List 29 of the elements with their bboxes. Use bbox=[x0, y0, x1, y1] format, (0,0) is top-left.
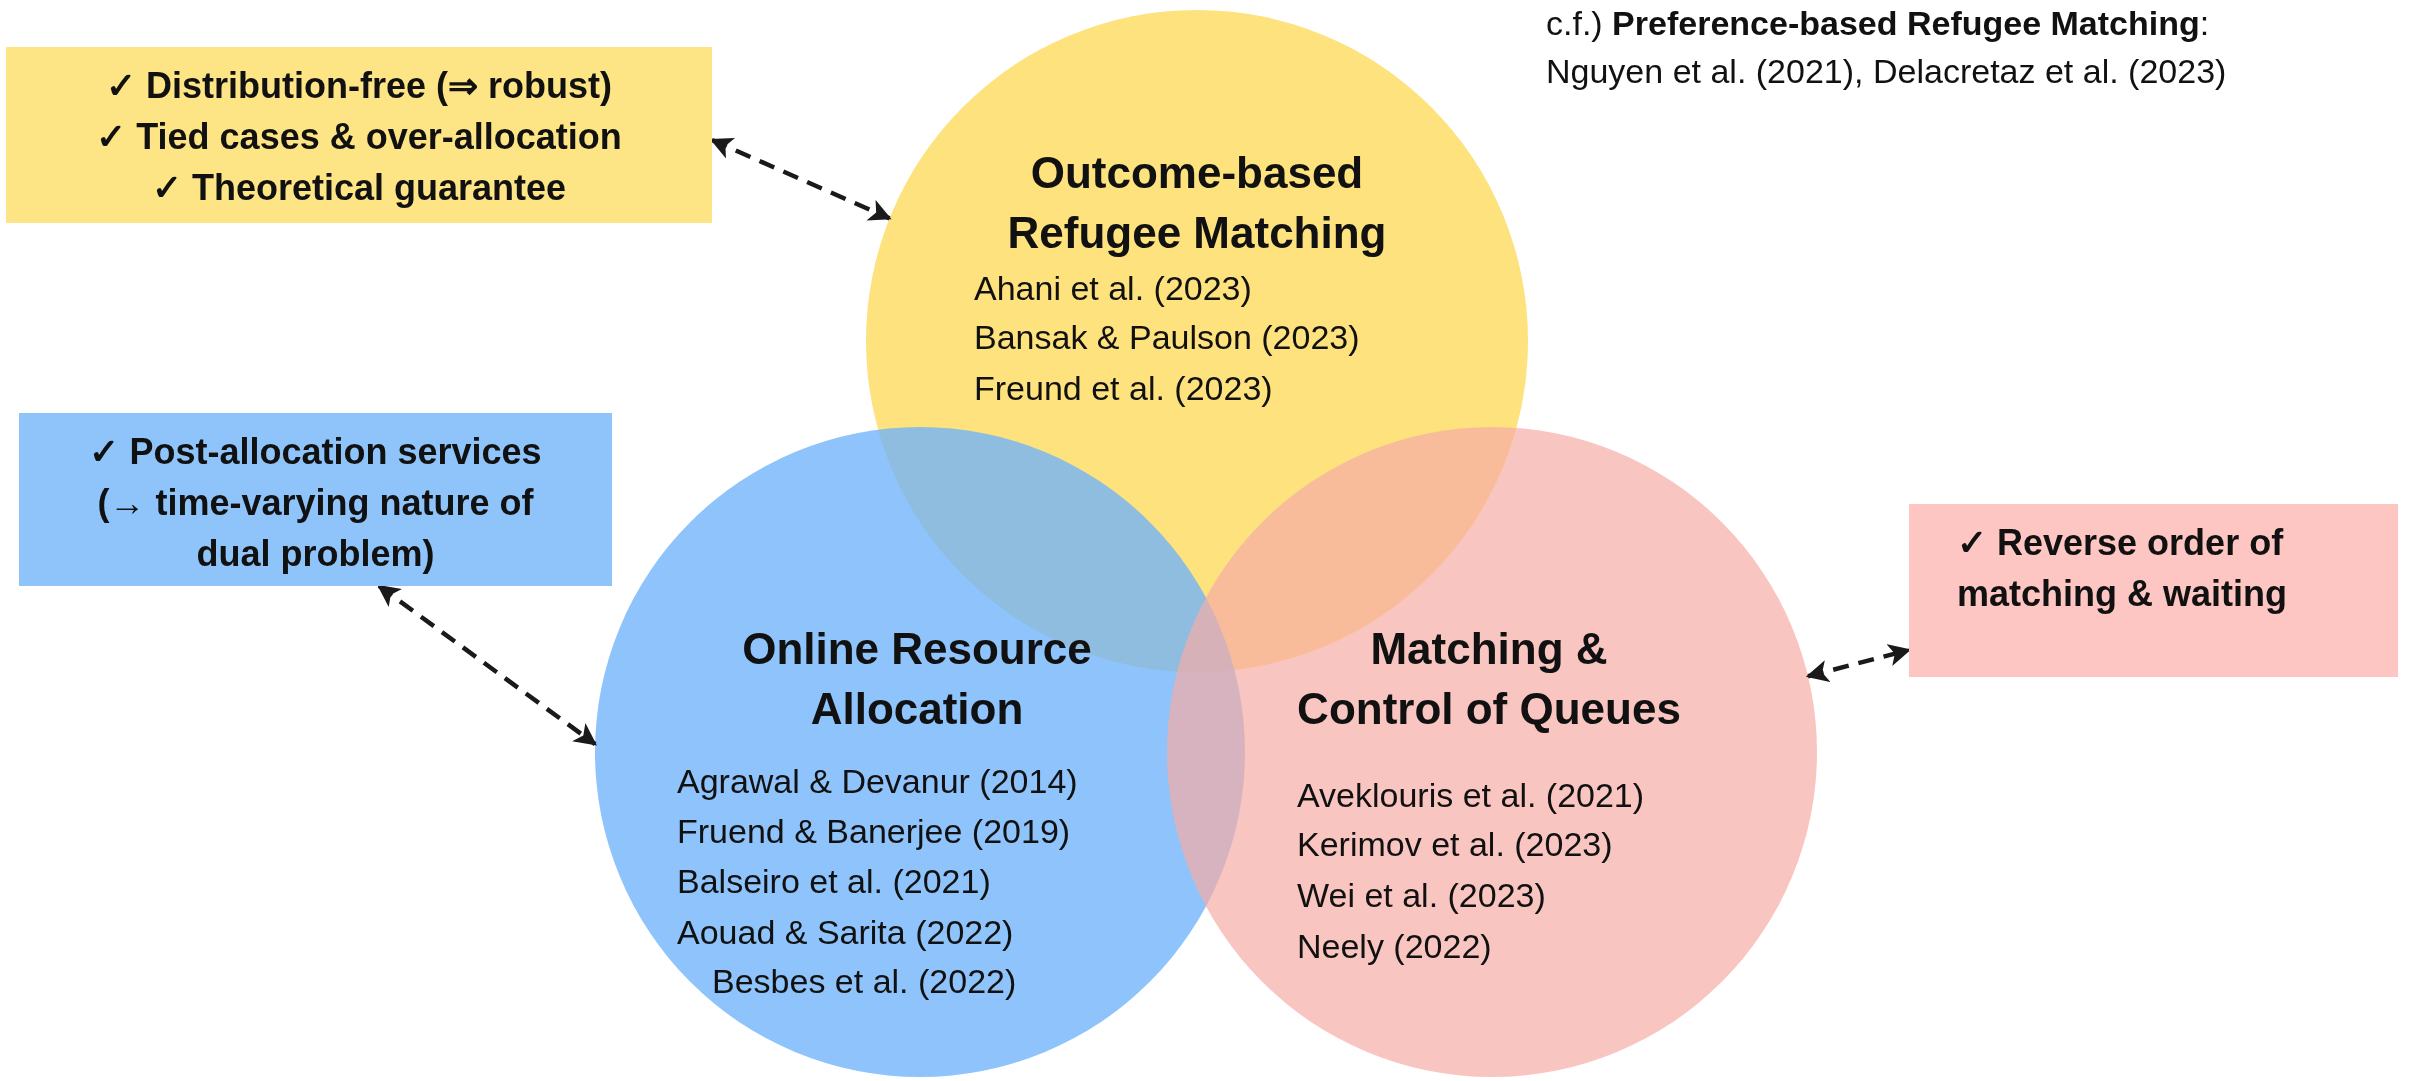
reference-text: Balseiro et al. (2021) bbox=[677, 861, 991, 901]
note-text: ✓ Distribution-free (⇒ robust) bbox=[105, 64, 613, 108]
reference-note: Nguyen et al. (2021), Delacretaz et al. (2023) bbox=[1546, 52, 2227, 91]
note-text: ✓ Reverse order of matching & waiting bbox=[1957, 521, 2288, 616]
reference-text: Kerimov et al. (2023) bbox=[1297, 824, 1613, 864]
circle-heading: Outcome-based Refugee Matching bbox=[1006, 147, 1388, 259]
note-box bbox=[6, 47, 712, 223]
reference-text: Besbes et al. (2022) bbox=[712, 961, 1017, 1001]
reference-text: Ahani et al. (2023) bbox=[974, 268, 1252, 308]
reference-text: Neely (2022) bbox=[1297, 926, 1492, 966]
circle-heading: Matching & Control of Queues bbox=[1296, 623, 1682, 735]
double-arrow bbox=[1805, 644, 1912, 683]
note-text: ✓ Post-allocation services (→ time-varying nature of dual problem) bbox=[88, 430, 543, 576]
double-arrow bbox=[377, 584, 597, 746]
reference-text: Agrawal & Devanur (2014) bbox=[677, 761, 1078, 801]
note-text: ✓ Tied cases & over-allocation bbox=[95, 115, 623, 159]
reference-note: c.f.) Preference-based Refugee Matching: bbox=[1546, 4, 2210, 43]
note-text: ✓ Theoretical guarantee bbox=[150, 166, 568, 210]
note-box bbox=[19, 413, 612, 586]
double-arrow bbox=[709, 137, 892, 221]
reference-text: Freund et al. (2023) bbox=[974, 368, 1273, 408]
note-box bbox=[1909, 504, 2398, 677]
circle-heading: Online Resource Allocation bbox=[741, 623, 1093, 735]
reference-text: Fruend & Banerjee (2019) bbox=[677, 811, 1071, 851]
reference-text: Aouad & Sarita (2022) bbox=[677, 912, 1014, 952]
reference-text: Aveklouris et al. (2021) bbox=[1297, 775, 1645, 815]
reference-text: Bansak & Paulson (2023) bbox=[974, 317, 1360, 357]
venn-circle bbox=[1167, 427, 1817, 1077]
reference-text: Wei et al. (2023) bbox=[1297, 875, 1546, 915]
